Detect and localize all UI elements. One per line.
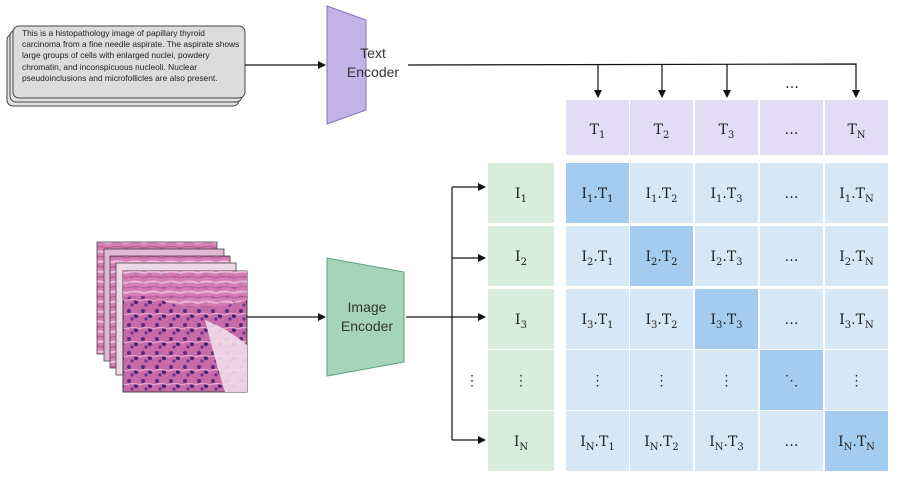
similarity-cell <box>695 350 758 410</box>
similarity-cell <box>630 163 693 223</box>
similarity-cell-label: I1.T1 <box>581 186 613 205</box>
similarity-cell-label: I2.T1 <box>581 249 613 268</box>
histopathology-image-stack <box>96 241 248 393</box>
similarity-cell-label: I1.T2 <box>645 186 677 205</box>
similarity-cell-label: ⋮ <box>591 373 605 389</box>
image-encoder-block <box>326 257 405 377</box>
text-token-label: … <box>785 122 799 138</box>
similarity-cell-label: IN.T3 <box>709 434 743 453</box>
similarity-cell-label: ⋮ <box>850 373 864 389</box>
similarity-cell-label: I1.T3 <box>710 186 742 205</box>
ellipsis-top: … <box>785 76 799 92</box>
similarity-cell-diagonal <box>695 289 758 349</box>
similarity-cell-label: I1.TN <box>839 186 874 205</box>
similarity-cell <box>695 411 758 471</box>
similarity-cell-diagonal <box>825 411 888 471</box>
image-token-header <box>488 411 554 471</box>
similarity-cell-label: ⋮ <box>655 373 669 389</box>
similarity-cell-label: I3.TN <box>839 312 874 331</box>
text-token-label: T3 <box>719 122 735 141</box>
similarity-cell <box>695 226 758 286</box>
similarity-cell <box>760 411 823 471</box>
image-token-header <box>488 163 554 223</box>
caption-text: This is a histopathology image of papill… <box>22 28 240 83</box>
similarity-cell-label: … <box>785 434 799 450</box>
similarity-cell-diagonal <box>566 163 629 223</box>
similarity-cell-label: I2.T3 <box>710 249 742 268</box>
similarity-cell-label: I3.T1 <box>581 312 613 331</box>
similarity-cell <box>695 163 758 223</box>
similarity-cell <box>566 350 629 410</box>
text-token-header <box>825 100 888 155</box>
connectors <box>245 61 860 444</box>
text-token-header <box>760 100 823 155</box>
image-token-label: IN <box>514 434 529 453</box>
text-token-header <box>630 100 693 155</box>
similarity-cell <box>566 226 629 286</box>
image-token-header <box>488 226 554 286</box>
similarity-cell-label: ⋮ <box>720 373 734 389</box>
similarity-cell-label: I2.TN <box>839 249 874 268</box>
similarity-cell-label: I3.T3 <box>710 312 742 331</box>
similarity-cell-diagonal <box>630 226 693 286</box>
similarity-cell <box>760 289 823 349</box>
similarity-cell-label: … <box>785 312 799 328</box>
similarity-cell-label: IN.TN <box>838 434 875 453</box>
similarity-cell <box>825 226 888 286</box>
image-token-header <box>488 289 554 349</box>
image-token-label: ⋮ <box>514 373 528 389</box>
text-encoder-block <box>326 5 367 125</box>
similarity-cell-label: … <box>785 186 799 202</box>
caption-note-stack <box>6 25 246 107</box>
image-token-header <box>488 350 554 410</box>
similarity-cell <box>825 350 888 410</box>
similarity-cell-label: … <box>785 249 799 265</box>
similarity-cell-diagonal <box>760 350 823 410</box>
ellipsis-left: ⋮ <box>465 373 479 389</box>
text-token-label: T2 <box>654 122 670 141</box>
image-token-label: I1 <box>515 186 527 205</box>
similarity-cell <box>825 163 888 223</box>
similarity-cell-label: IN.T1 <box>580 434 614 453</box>
image-token-label: I2 <box>515 249 527 268</box>
image-token-label: I3 <box>515 312 527 331</box>
similarity-cell-label: ⋱ <box>785 373 799 389</box>
similarity-cell-label: I3.T2 <box>645 312 677 331</box>
text-token-header <box>695 100 758 155</box>
similarity-cell <box>760 163 823 223</box>
similarity-cell <box>566 411 629 471</box>
similarity-cell <box>825 289 888 349</box>
similarity-cell <box>630 350 693 410</box>
similarity-cell <box>630 289 693 349</box>
similarity-cell <box>566 289 629 349</box>
similarity-cell <box>760 226 823 286</box>
text-token-header <box>566 100 629 155</box>
similarity-cell <box>630 411 693 471</box>
similarity-cell-label: I2.T2 <box>645 249 677 268</box>
similarity-cell-label: IN.T2 <box>644 434 678 453</box>
text-token-label: T1 <box>590 122 606 141</box>
text-token-label: TN <box>847 122 865 141</box>
